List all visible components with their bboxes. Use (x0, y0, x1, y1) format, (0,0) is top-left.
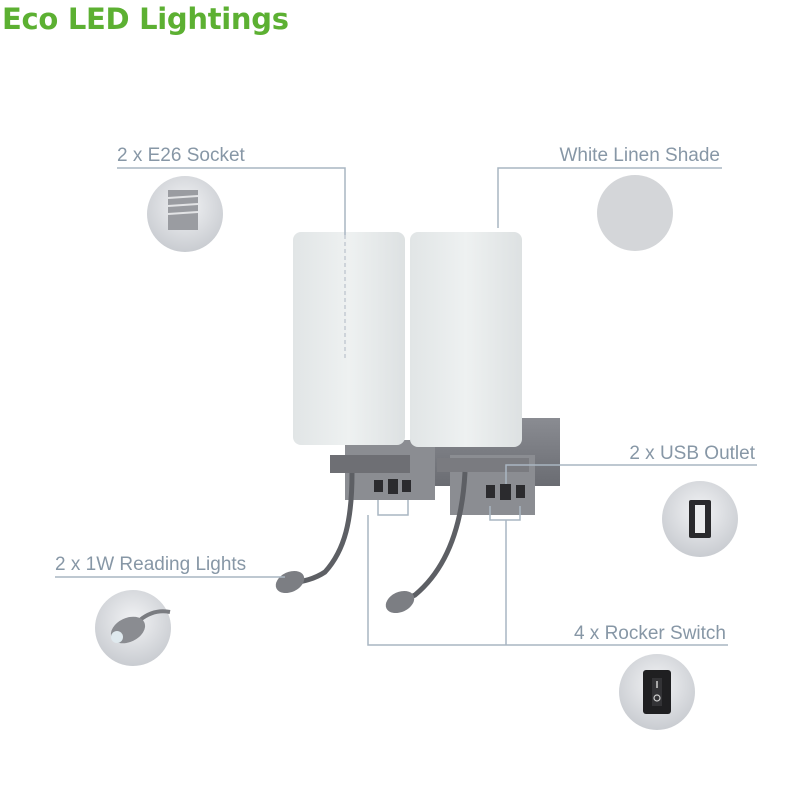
bulb-socket-icon (147, 176, 223, 252)
callout-lines (55, 167, 757, 646)
wall-lamp (275, 232, 560, 614)
feature-label-usb-outlet: 2 x USB Outlet (629, 443, 755, 464)
left-shade (293, 232, 405, 445)
feature-label-linen-shade: White Linen Shade (559, 145, 720, 166)
feature-label-e26-socket: 2 x E26 Socket (117, 145, 246, 166)
reading-light-icon (95, 590, 171, 666)
left-arm (330, 455, 410, 473)
rocker-switch-icon (619, 654, 695, 730)
feature-label-reading-lights: 2 x 1W Reading Lights (55, 554, 246, 575)
linen-texture-icon (597, 175, 673, 251)
feature-label-rocker-switch: 4 x Rocker Switch (574, 623, 726, 644)
usb-port-icon (662, 481, 738, 557)
right-reading-light (385, 590, 415, 614)
brand-title: Eco LED Lightings (2, 2, 289, 36)
switches (374, 479, 525, 500)
left-gooseneck (282, 472, 355, 588)
right-shade (410, 232, 522, 447)
left-reading-light (275, 570, 305, 594)
